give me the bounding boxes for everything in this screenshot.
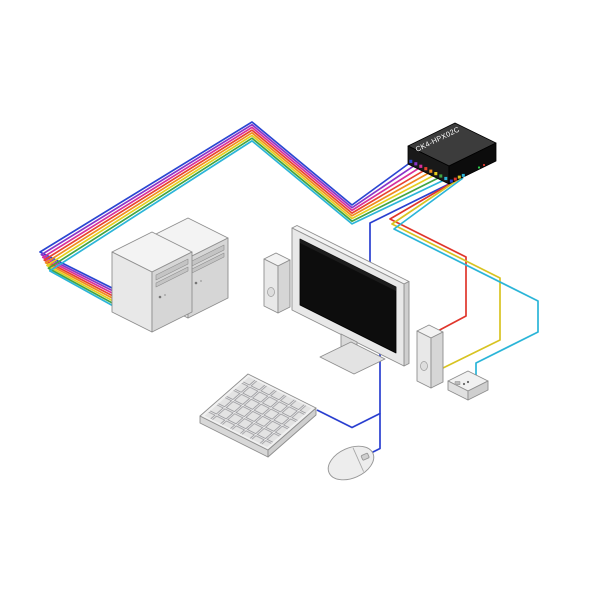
- mouse-cable: [370, 413, 381, 454]
- pc-tower-1: [111, 231, 193, 333]
- monitor-cable: [369, 182, 452, 270]
- drive-bay: [155, 266, 189, 288]
- kvm-port: [434, 172, 438, 176]
- speaker-cable-red: [389, 180, 467, 334]
- speaker-left: [263, 252, 291, 314]
- pc-cable-line: [43, 129, 427, 312]
- keyboard-keys: [204, 377, 312, 447]
- mouse: [327, 445, 375, 481]
- remote-right-face: [467, 380, 489, 401]
- kvm-port: [414, 162, 418, 166]
- remote-control: [447, 370, 489, 401]
- led-dot: [164, 294, 166, 296]
- kvm-console-port: [449, 179, 453, 183]
- kvm-console-ports: [449, 173, 465, 183]
- power-button: [158, 295, 162, 299]
- screen-glare: [300, 239, 396, 291]
- kvm-console-port: [453, 177, 457, 181]
- kvm-port: [439, 174, 443, 178]
- kvm-right-face: [448, 142, 497, 185]
- led-dot: [200, 280, 202, 282]
- pc-cable-line: [44, 131, 432, 315]
- monitor-stand-base: [319, 341, 386, 375]
- kvm-port: [409, 159, 413, 163]
- remote-display: [454, 381, 461, 385]
- speaker-driver: [267, 287, 275, 297]
- mouse-body: [327, 445, 375, 481]
- pc-cable-line: [47, 137, 442, 320]
- speaker-right: [416, 324, 444, 389]
- remote-cable: [393, 177, 539, 385]
- kvm-console-port: [457, 175, 461, 179]
- pc-cable-line: [48, 140, 447, 323]
- kvm-switch: CK4-HPX02C: [407, 122, 497, 185]
- mouse-button-divider: [352, 447, 365, 472]
- remote-button: [462, 382, 466, 386]
- speaker-left-face: [416, 330, 432, 389]
- console-cables: [316, 177, 539, 454]
- kvm-port: [424, 167, 428, 171]
- pc-cable-line: [41, 126, 422, 310]
- pc-cable-line: [46, 134, 437, 318]
- kvm-pc-ports: [409, 159, 448, 181]
- speaker-driver: [420, 361, 428, 371]
- keyboard-cable: [316, 350, 381, 429]
- monitor-side-edge: [403, 281, 410, 367]
- pc-cable-bundle: [39, 121, 447, 323]
- kvm-led: [477, 166, 481, 169]
- pc-cable-line: [40, 123, 417, 307]
- monitor: [291, 225, 410, 375]
- remote-button: [466, 380, 470, 384]
- speaker-left-face: [263, 258, 279, 314]
- pc-cable-line: [39, 121, 412, 304]
- mouse-scroll-wheel: [360, 452, 370, 461]
- keyboard: [199, 373, 317, 458]
- kvm-led: [482, 163, 486, 167]
- kvm-port: [429, 169, 433, 173]
- speaker-right-face: [277, 259, 291, 314]
- kvm-console-port: [461, 173, 465, 177]
- speaker-right-face: [430, 331, 444, 389]
- kvm-port: [444, 176, 448, 181]
- power-button: [194, 281, 198, 285]
- speaker-cable-yellow: [391, 178, 501, 369]
- drive-bay: [155, 258, 189, 281]
- kvm-port: [419, 164, 423, 168]
